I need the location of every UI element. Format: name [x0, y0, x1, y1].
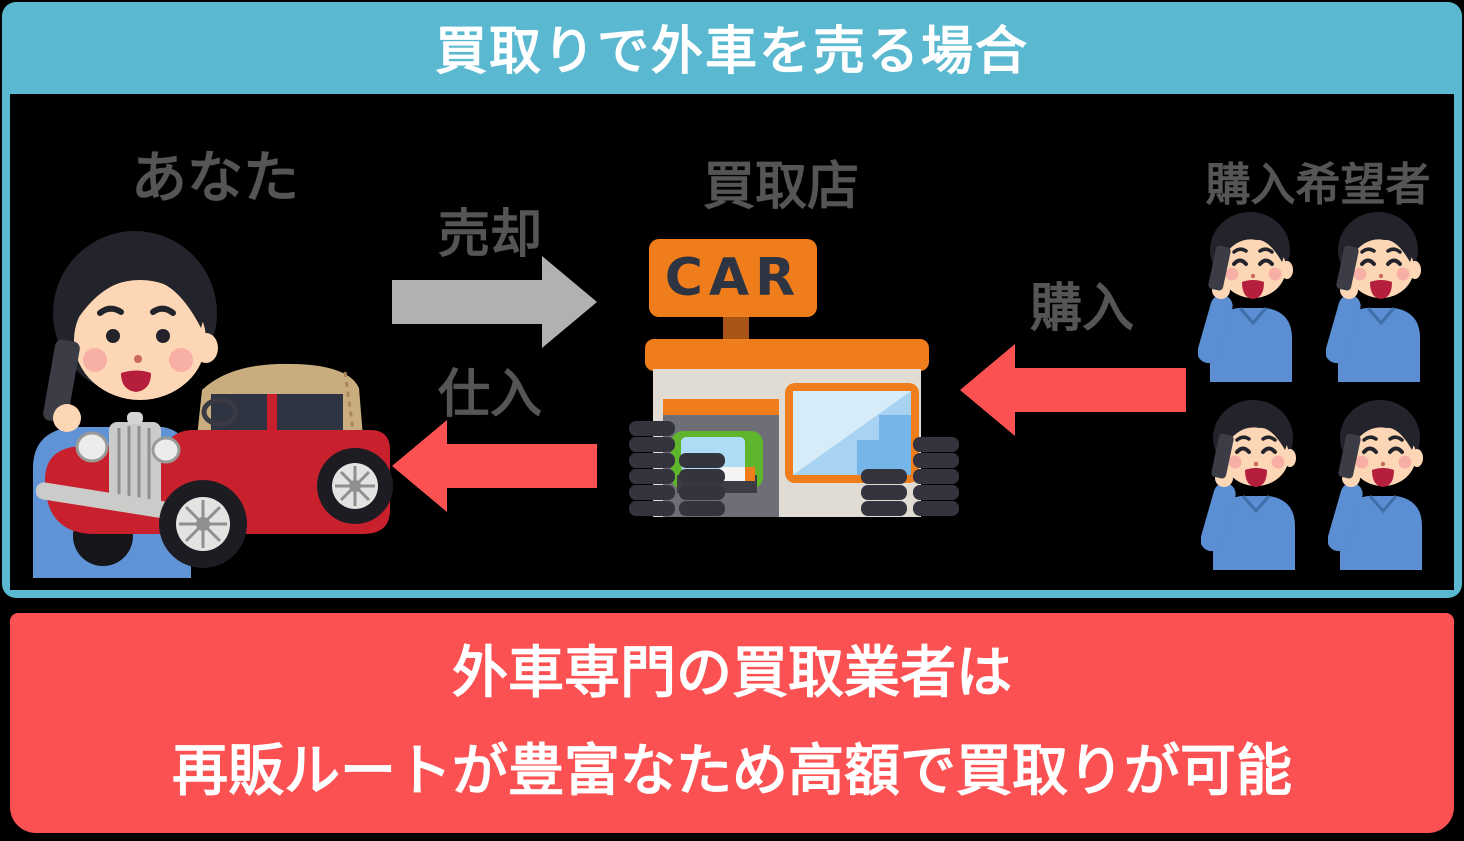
purchase-label: 購入	[1029, 280, 1134, 338]
supply-arrow-left-icon	[392, 420, 597, 512]
sell-arrow-right-icon	[392, 256, 597, 348]
sell-label: 売却	[437, 206, 542, 264]
footer-line1: 外車専門の買取業者は	[452, 641, 1012, 704]
supply-label: 仕入	[437, 366, 542, 424]
you-label: あなた	[131, 146, 299, 209]
shop-illustration: CAR	[629, 239, 959, 517]
buyers-label: 購入希望者	[1205, 159, 1431, 210]
buyer-illustration	[1198, 210, 1295, 384]
car-sign	[649, 239, 817, 317]
shop-label: 買取店	[702, 158, 859, 216]
footer-banner: 外車専門の買取業者は 再販ルートが豊富なため高額で買取りが可能	[10, 613, 1454, 833]
shop-window	[785, 383, 919, 483]
tire-stacks	[629, 421, 959, 516]
buyer-illustration	[1328, 398, 1425, 572]
seller-with-car-illustration	[33, 231, 393, 578]
buyer-illustration	[1326, 210, 1423, 384]
buyer-illustration	[1201, 398, 1298, 572]
header-title: 買取りで外車を売る場合	[434, 23, 1029, 81]
shop-roof	[645, 339, 929, 371]
purchase-arrow-left-icon	[960, 344, 1186, 436]
classic-car	[35, 363, 393, 568]
car-sign-text: CAR	[665, 248, 801, 308]
footer-line2: 再販ルートが豊富なため高額で買取りが可能	[172, 739, 1292, 802]
phone-icon	[43, 339, 80, 423]
